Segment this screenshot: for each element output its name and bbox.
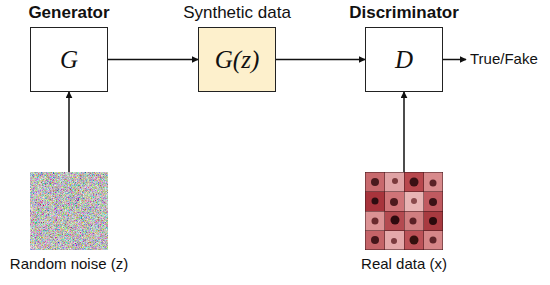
output-label: True/Fake [470,50,538,67]
box-heading: Discriminator [349,3,459,23]
real-data-node: Real data (x) [365,172,443,250]
flow-arrow [276,59,365,61]
math-symbol: G [60,46,78,74]
noise-image [30,172,108,250]
box-heading: Synthetic data [183,3,291,23]
synthetic-data-box: Synthetic dataG(z) [198,27,276,92]
output-arrow [443,59,466,61]
flow-arrow [68,92,70,172]
noise-node: Random noise (z) [30,172,108,250]
discriminator-box: DiscriminatorD [365,27,443,92]
image-caption: Random noise (z) [10,255,128,272]
flow-arrow [108,59,198,61]
math-symbol: G(z) [215,46,259,74]
math-symbol: D [395,46,413,74]
real-data-image [365,172,443,250]
box-heading: Generator [28,3,109,23]
image-caption: Real data (x) [361,255,447,272]
flow-arrow [403,92,405,172]
generator-box: GeneratorG [30,27,108,92]
